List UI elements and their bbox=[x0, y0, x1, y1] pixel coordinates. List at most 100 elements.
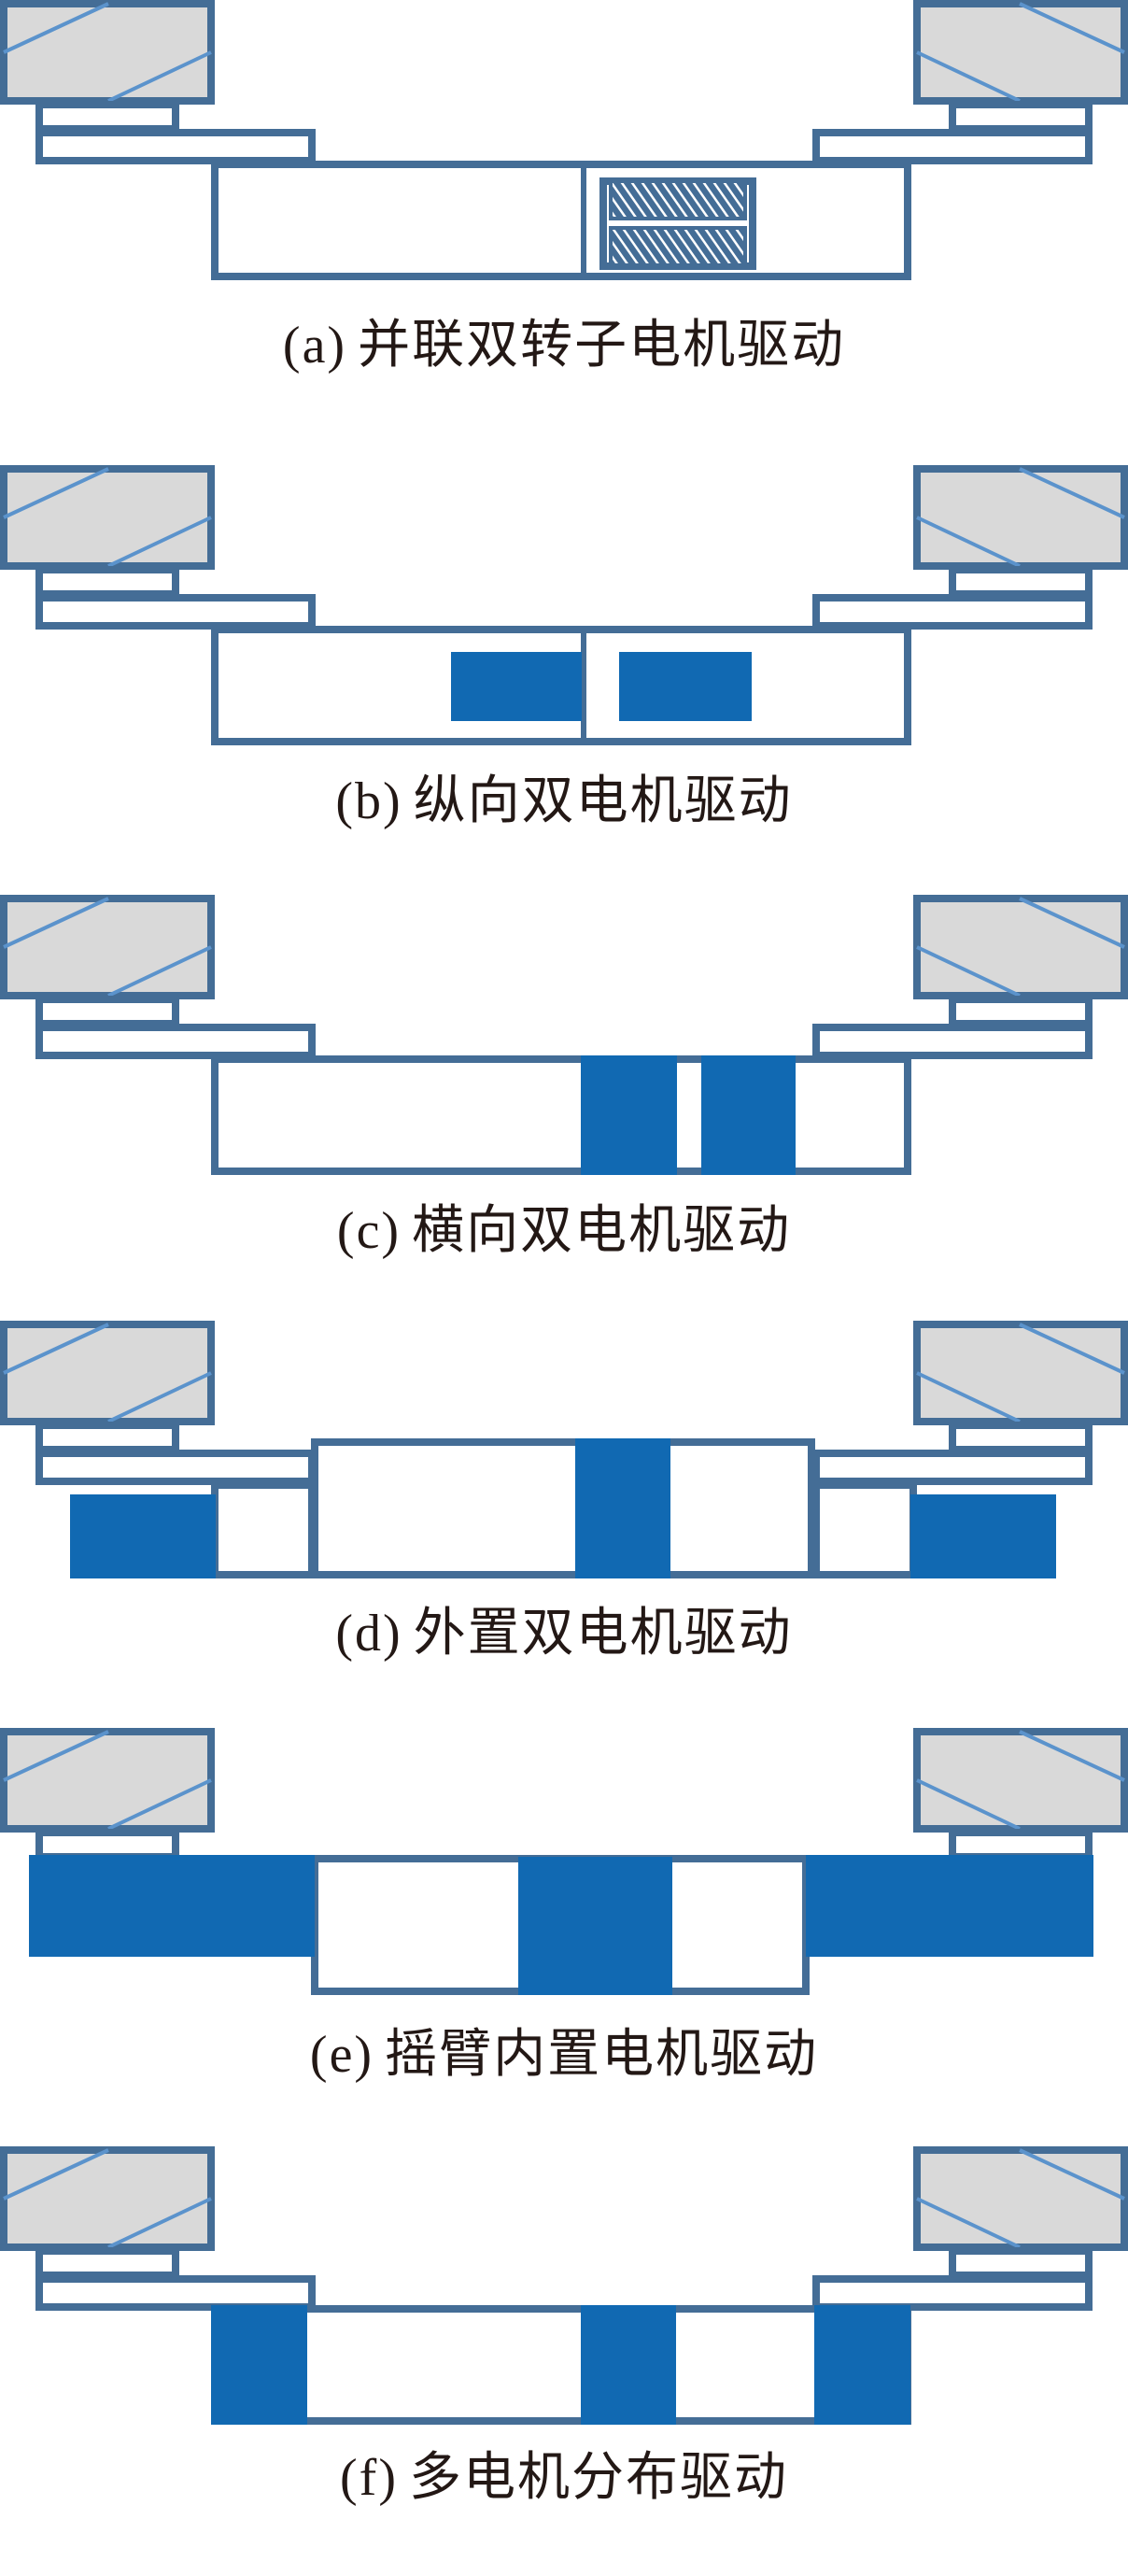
motor-right bbox=[701, 1055, 796, 1175]
left-rocker-arm-motor bbox=[29, 1855, 315, 1957]
wheel-tread-line bbox=[3, 1323, 109, 1375]
left-rocker-arm bbox=[35, 594, 316, 630]
motor-left-external bbox=[70, 1494, 216, 1578]
right-rocker-arm bbox=[812, 2275, 1093, 2311]
right-wheel-hub-connector bbox=[949, 2247, 1093, 2279]
caption-tag: (b) bbox=[335, 772, 402, 830]
vehicle-body bbox=[211, 2305, 911, 2425]
wheel-tread-line bbox=[1019, 467, 1125, 519]
wheel-tread-line bbox=[107, 516, 212, 568]
wheel-tread-line bbox=[1019, 1323, 1125, 1375]
left-wheel-hub-connector bbox=[35, 566, 179, 598]
motor-center bbox=[518, 1857, 672, 1995]
left-wheel bbox=[0, 1728, 215, 1833]
wheel-tread-line bbox=[916, 1778, 1021, 1831]
caption-tag: (e) bbox=[309, 2026, 374, 2084]
right-rocker-arm bbox=[812, 129, 1093, 164]
right-rocker-arm bbox=[812, 1024, 1093, 1059]
wheel-tread-line bbox=[3, 1730, 109, 1782]
caption-f: (f)多电机分布驱动 bbox=[0, 2445, 1128, 2511]
motor-rear bbox=[619, 652, 752, 721]
right-rocker-arm bbox=[812, 594, 1093, 630]
caption-text: 纵向双电机驱动 bbox=[413, 771, 793, 831]
right-wheel-hub-connector bbox=[949, 1422, 1093, 1453]
left-rocker-arm bbox=[35, 1024, 316, 1059]
right-wheel-hub-connector bbox=[949, 1829, 1093, 1861]
caption-text: 横向双电机驱动 bbox=[412, 1200, 792, 1261]
left-wheel-hub-connector bbox=[35, 2247, 179, 2279]
wheel-tread-line bbox=[107, 50, 212, 103]
left-rocker-arm bbox=[35, 129, 316, 164]
diagram-parallel-dual-rotor bbox=[0, 0, 1128, 280]
motor-front bbox=[451, 652, 582, 721]
wheel-tread-line bbox=[107, 1778, 212, 1831]
motor-left bbox=[211, 2305, 307, 2425]
caption-text: 摇臂内置电机驱动 bbox=[385, 2024, 819, 2085]
wheel-tread-line bbox=[107, 945, 212, 998]
right-wheel-hub-connector bbox=[949, 996, 1093, 1027]
vehicle-body bbox=[211, 1055, 911, 1175]
panel-c: (c)横向双电机驱动 bbox=[0, 895, 1128, 1324]
diagram-longitudinal-dual-motor bbox=[0, 465, 1128, 745]
right-wheel bbox=[913, 1321, 1128, 1425]
right-wheel bbox=[913, 2146, 1128, 2251]
vehicle-body bbox=[211, 161, 911, 280]
diagram-multi-motor-distributed bbox=[0, 2146, 1128, 2425]
wheel-tread-line bbox=[916, 2197, 1021, 2249]
right-lower-housing bbox=[812, 1481, 917, 1578]
motor-center bbox=[581, 2305, 676, 2425]
diagram-rocker-arm-internal-motor bbox=[0, 1728, 1128, 1995]
right-wheel bbox=[913, 0, 1128, 105]
left-wheel bbox=[0, 0, 215, 105]
right-wheel-hub-connector bbox=[949, 101, 1093, 133]
wheel-tread-line bbox=[916, 1371, 1021, 1423]
rotor-lower bbox=[609, 226, 747, 267]
caption-tag: (a) bbox=[282, 317, 347, 375]
caption-tag: (c) bbox=[336, 1202, 402, 1260]
diagram-external-dual-motor bbox=[0, 1321, 1128, 1578]
left-rocker-arm bbox=[35, 2275, 316, 2311]
left-wheel-hub-connector bbox=[35, 1422, 179, 1453]
wheel-tread-line bbox=[3, 897, 109, 949]
wheel-tread-line bbox=[3, 2, 109, 54]
left-wheel bbox=[0, 465, 215, 570]
left-wheel-hub-connector bbox=[35, 996, 179, 1027]
wheel-tread-line bbox=[1019, 2148, 1125, 2201]
right-rocker-arm-motor bbox=[806, 1855, 1093, 1957]
caption-tag: (d) bbox=[335, 1605, 402, 1663]
panel-b: (b)纵向双电机驱动 bbox=[0, 465, 1128, 895]
caption-text: 并联双转子电机驱动 bbox=[358, 315, 846, 375]
motor-center bbox=[575, 1438, 670, 1578]
vehicle-body bbox=[311, 1438, 815, 1578]
left-wheel bbox=[0, 1321, 215, 1425]
diagram-transverse-dual-motor bbox=[0, 895, 1128, 1175]
left-lower-housing bbox=[211, 1481, 316, 1578]
wheel-tread-line bbox=[916, 945, 1021, 998]
wheel-tread-line bbox=[107, 2197, 212, 2249]
caption-text: 多电机分布驱动 bbox=[408, 2447, 788, 2508]
left-rocker-arm bbox=[35, 1450, 316, 1485]
left-wheel bbox=[0, 895, 215, 999]
right-wheel-hub-connector bbox=[949, 566, 1093, 598]
panel-a: (a)并联双转子电机驱动 bbox=[0, 0, 1128, 430]
caption-tag: (f) bbox=[340, 2449, 398, 2507]
left-wheel-hub-connector bbox=[35, 101, 179, 133]
right-rocker-arm bbox=[812, 1450, 1093, 1485]
left-wheel-hub-connector bbox=[35, 1829, 179, 1861]
caption-e: (e)摇臂内置电机驱动 bbox=[0, 2022, 1128, 2088]
wheel-tread-line bbox=[916, 516, 1021, 568]
caption-b: (b)纵向双电机驱动 bbox=[0, 769, 1128, 834]
motor-left bbox=[581, 1055, 677, 1175]
right-wheel bbox=[913, 465, 1128, 570]
wheel-tread-line bbox=[1019, 1730, 1125, 1782]
panel-f: (f)多电机分布驱动 bbox=[0, 2146, 1128, 2576]
wheel-tread-line bbox=[3, 467, 109, 519]
left-wheel bbox=[0, 2146, 215, 2251]
motor-right-external bbox=[910, 1494, 1056, 1578]
wheel-tread-line bbox=[3, 2148, 109, 2201]
right-wheel bbox=[913, 895, 1128, 999]
wheel-tread-line bbox=[916, 50, 1021, 103]
caption-d: (d)外置双电机驱动 bbox=[0, 1601, 1128, 1666]
wheel-tread-line bbox=[1019, 2, 1125, 54]
rotor-upper bbox=[609, 179, 747, 220]
